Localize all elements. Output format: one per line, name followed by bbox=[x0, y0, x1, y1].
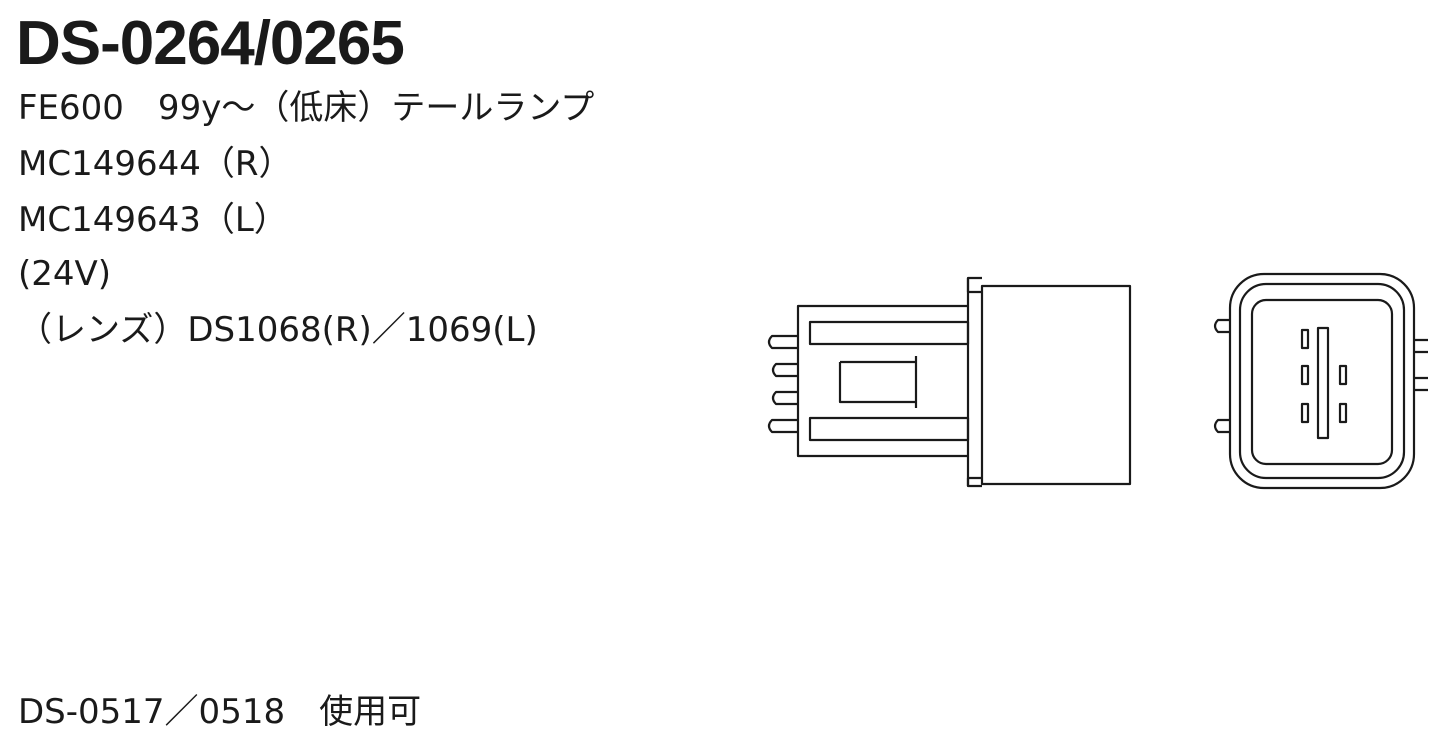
terminal-pin bbox=[767, 334, 798, 350]
terminal-pin bbox=[771, 390, 798, 406]
connector-front-view bbox=[1213, 272, 1428, 490]
connector-clip bbox=[1414, 376, 1428, 392]
connector-clip bbox=[1213, 318, 1230, 334]
spec-lens: （レンズ）DS1068(R)／1069(L) bbox=[18, 310, 538, 350]
spec-vehicle-model: FE600 99y～（低床）テールランプ bbox=[18, 88, 595, 128]
terminal-pin bbox=[771, 362, 798, 378]
spec-part-number-left: MC149643（L） bbox=[18, 200, 288, 240]
connector-face-inner bbox=[1250, 298, 1394, 466]
compatible-note: DS-0517／0518 使用可 bbox=[18, 692, 422, 732]
connector-housing bbox=[796, 304, 968, 458]
spec-part-number-right: MC149644（R） bbox=[18, 144, 293, 184]
connector-latch-upper bbox=[808, 320, 970, 346]
spec-voltage: (24V) bbox=[18, 254, 112, 294]
connector-drawing bbox=[740, 260, 1440, 500]
connector-face-rim bbox=[1238, 282, 1406, 480]
terminal-cavity bbox=[1300, 328, 1310, 350]
connector-flange-top bbox=[966, 276, 982, 294]
connector-center-rib bbox=[1316, 326, 1330, 440]
connector-flange-bottom bbox=[966, 476, 982, 488]
terminal-cavity bbox=[1300, 364, 1310, 386]
connector-clip bbox=[1213, 418, 1230, 434]
terminal-cavity bbox=[1338, 402, 1348, 424]
connector-body bbox=[980, 284, 1132, 486]
connector-pins bbox=[767, 334, 798, 434]
connector-side-view bbox=[767, 276, 1132, 488]
terminal-cavity bbox=[1338, 364, 1348, 386]
terminal-cavities bbox=[1300, 328, 1348, 424]
terminal-cavity bbox=[1300, 402, 1310, 424]
connector-latch-lower bbox=[808, 416, 970, 442]
product-title: DS-0264/0265 bbox=[16, 9, 405, 78]
connector-center-lock bbox=[838, 360, 916, 404]
terminal-pin bbox=[767, 418, 798, 434]
connector-clip bbox=[1414, 338, 1428, 354]
connector-face-outer bbox=[1228, 272, 1416, 490]
